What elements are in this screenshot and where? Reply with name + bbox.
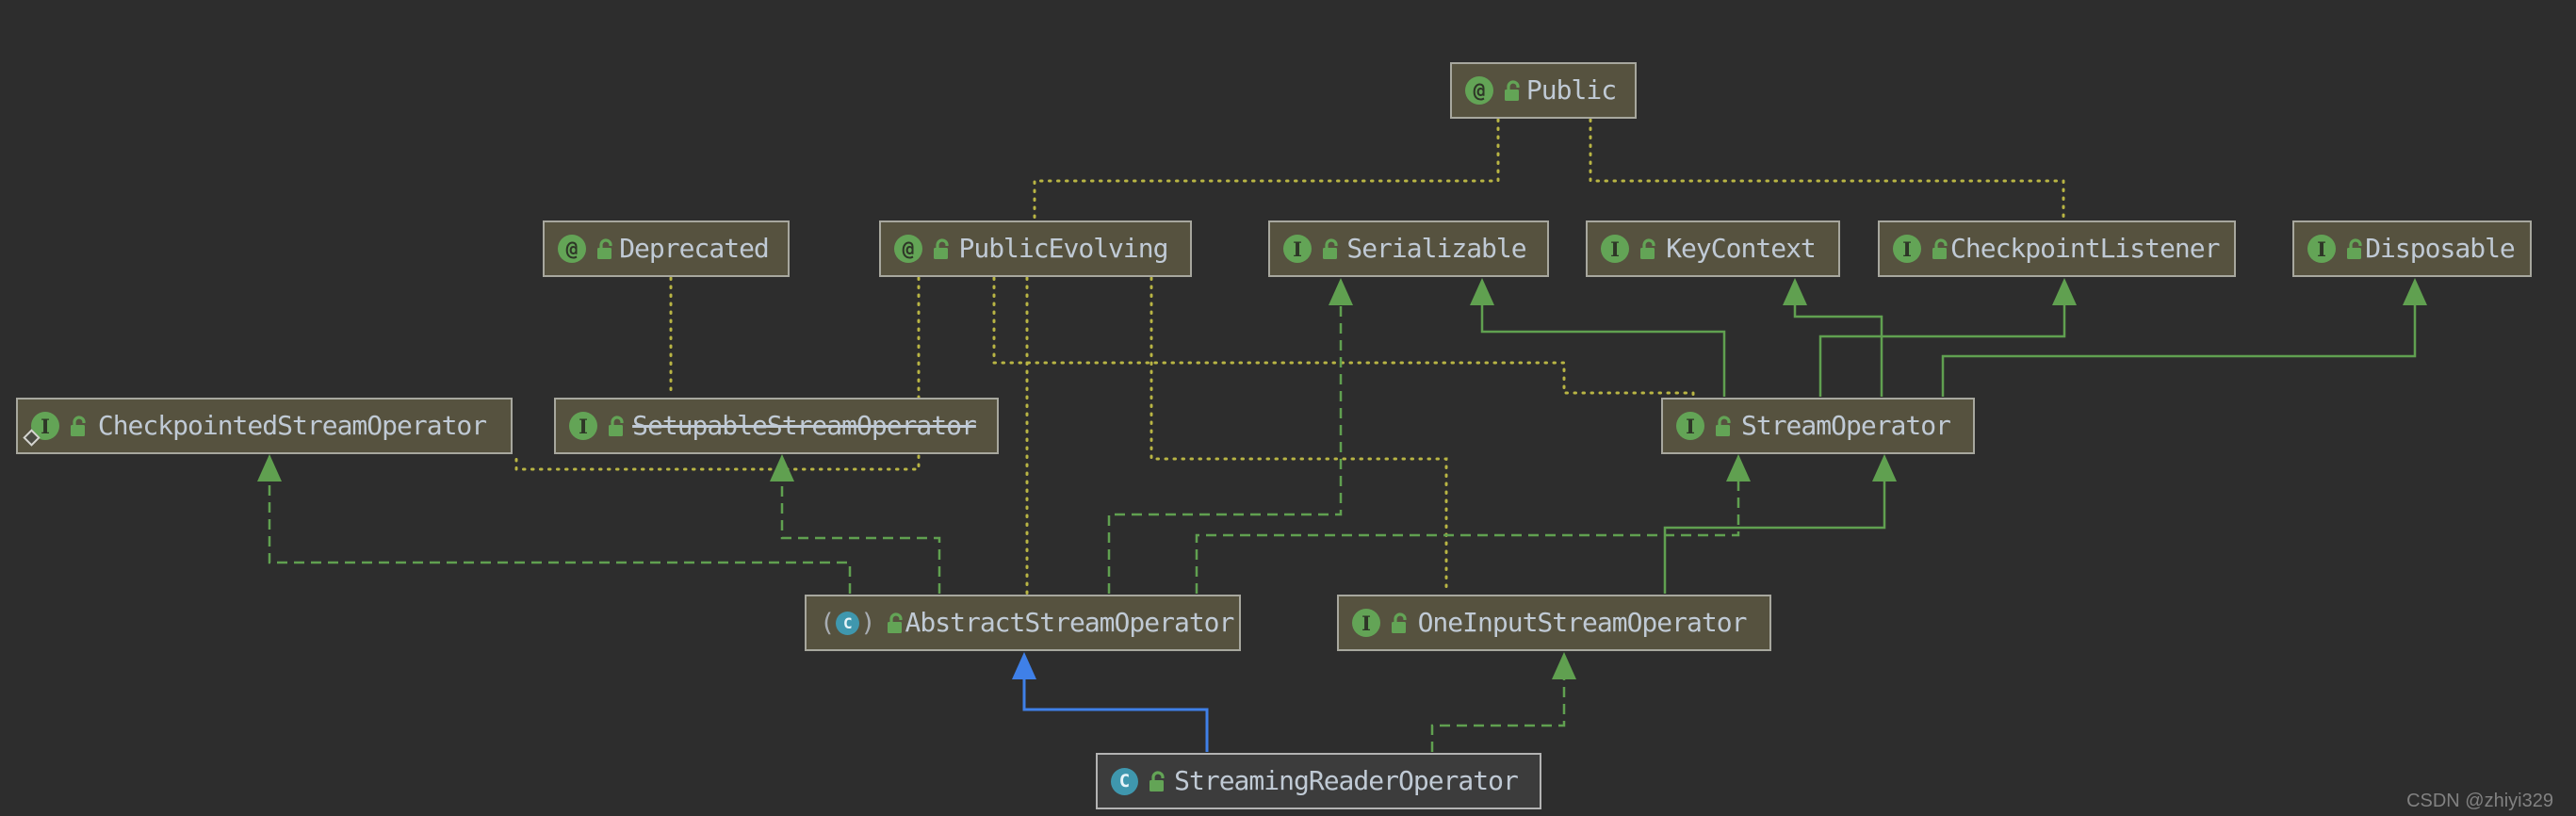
arrowhead-abstract-stream-operator--serializable [1329, 278, 1353, 305]
arrowhead-abstract-stream-operator--setupable-stream-operator [770, 454, 794, 481]
node-label: KeyContext [1666, 233, 1817, 264]
node-label: Deprecated [619, 233, 770, 264]
arrowhead-abstract-stream-operator--stream-operator [1726, 454, 1751, 481]
interface-icon: I [569, 412, 597, 440]
node-label: Public [1525, 74, 1617, 106]
arrowhead-stream-operator--disposable [2403, 278, 2427, 305]
node-label: Serializable [1346, 233, 1526, 264]
arrowhead-stream-operator--key-context [1783, 278, 1807, 305]
node-label: CheckpointListener [1950, 233, 2220, 264]
node-label: Disposable [2365, 233, 2516, 264]
node-label: AbstractStreamOperator [905, 607, 1235, 638]
unlocked-icon [1392, 612, 1407, 633]
node-serializable[interactable]: I Serializable [1268, 220, 1549, 277]
annotation-icon: @ [894, 235, 922, 263]
edge-stream-operator--disposable [1941, 303, 2417, 397]
abstract-class-icon: (C) [820, 608, 876, 638]
unlocked-icon [887, 612, 903, 633]
arrowhead-streaming-reader-operator--abstract-stream-operator [1012, 652, 1036, 679]
unlocked-icon [1323, 237, 1338, 259]
interface-icon: I [1283, 235, 1312, 263]
edge-streaming-reader-operator--abstract-stream-operator [1022, 677, 1209, 752]
edge-public--checkpoint-listener [1589, 118, 2065, 221]
node-abstract-stream-operator[interactable]: (C) AbstractStreamOperator [805, 595, 1241, 651]
node-checkpointed-stream-operator[interactable]: I CheckpointedStreamOperator [16, 398, 513, 454]
edge-public-evolving--one-input-stream-operator [1149, 276, 1448, 596]
node-label: StreamingReaderOperator [1174, 765, 1519, 796]
diamond-badge-icon [23, 429, 41, 447]
node-disposable[interactable]: I Disposable [2292, 220, 2532, 277]
edge-public--public-evolving [1033, 118, 1500, 221]
interface-icon: I [1601, 235, 1629, 263]
edge-public-evolving--stream-operator [992, 276, 1695, 399]
node-key-context[interactable]: I KeyContext [1586, 220, 1840, 277]
unlocked-icon [1716, 415, 1731, 436]
unlocked-icon [1149, 770, 1165, 792]
arrowhead-streaming-reader-operator--one-input-stream-operator [1552, 652, 1576, 679]
node-label: SetupableStreamOperator [632, 410, 977, 441]
unlocked-icon [2347, 237, 2362, 259]
node-public-evolving[interactable]: @ PublicEvolving [879, 220, 1192, 277]
interface-icon: I [1893, 235, 1921, 263]
node-label: StreamOperator [1740, 410, 1951, 441]
edge-streaming-reader-operator--one-input-stream-operator [1430, 677, 1566, 752]
node-deprecated[interactable]: @ Deprecated [543, 220, 790, 277]
interface-icon: I [1352, 609, 1380, 637]
unlocked-icon [1932, 237, 1948, 259]
arrowhead-stream-operator--checkpoint-listener [2052, 278, 2077, 305]
unlocked-icon [609, 415, 624, 436]
node-label: OneInputStreamOperator [1417, 607, 1748, 638]
watermark: CSDN @zhiyi329 [2406, 791, 2553, 811]
unlocked-icon [1505, 79, 1520, 101]
arrowhead-stream-operator--serializable [1470, 278, 1494, 305]
edge-one-input-stream-operator--stream-operator [1663, 480, 1886, 594]
unlocked-icon [71, 415, 86, 436]
node-one-input-stream-operator[interactable]: I OneInputStreamOperator [1337, 595, 1771, 651]
node-label: PublicEvolving [958, 233, 1168, 264]
unlocked-icon [1640, 237, 1655, 259]
class-icon: C [1111, 767, 1138, 795]
edge-abstract-stream-operator--stream-operator [1195, 480, 1740, 594]
edge-abstract-stream-operator--checkpointed-stream-operator [268, 480, 852, 594]
edge-abstract-stream-operator--setupable-stream-operator [780, 480, 941, 594]
edge-stream-operator--key-context [1793, 303, 1883, 397]
node-streaming-reader-operator[interactable]: C StreamingReaderOperator [1096, 753, 1541, 809]
edge-stream-operator--checkpoint-listener [1818, 303, 2066, 397]
unlocked-icon [934, 237, 949, 259]
node-checkpoint-listener[interactable]: I CheckpointListener [1878, 220, 2236, 277]
node-label: CheckpointedStreamOperator [97, 410, 487, 441]
node-stream-operator[interactable]: I StreamOperator [1661, 398, 1975, 454]
interface-icon: I [23, 412, 59, 447]
arrowhead-one-input-stream-operator--stream-operator [1872, 454, 1897, 481]
interface-icon: I [1676, 412, 1704, 440]
edge-stream-operator--serializable [1480, 303, 1726, 397]
annotation-icon: @ [1465, 76, 1493, 105]
node-setupable-stream-operator[interactable]: I SetupableStreamOperator [554, 398, 999, 454]
node-public[interactable]: @ Public [1450, 62, 1637, 119]
unlocked-icon [597, 237, 612, 259]
annotation-icon: @ [558, 235, 586, 263]
edge-abstract-stream-operator--serializable [1107, 303, 1343, 594]
interface-icon: I [2307, 235, 2336, 263]
arrowhead-abstract-stream-operator--checkpointed-stream-operator [257, 454, 282, 481]
edge-public-evolving--checkpointed-stream-operator [514, 276, 921, 471]
